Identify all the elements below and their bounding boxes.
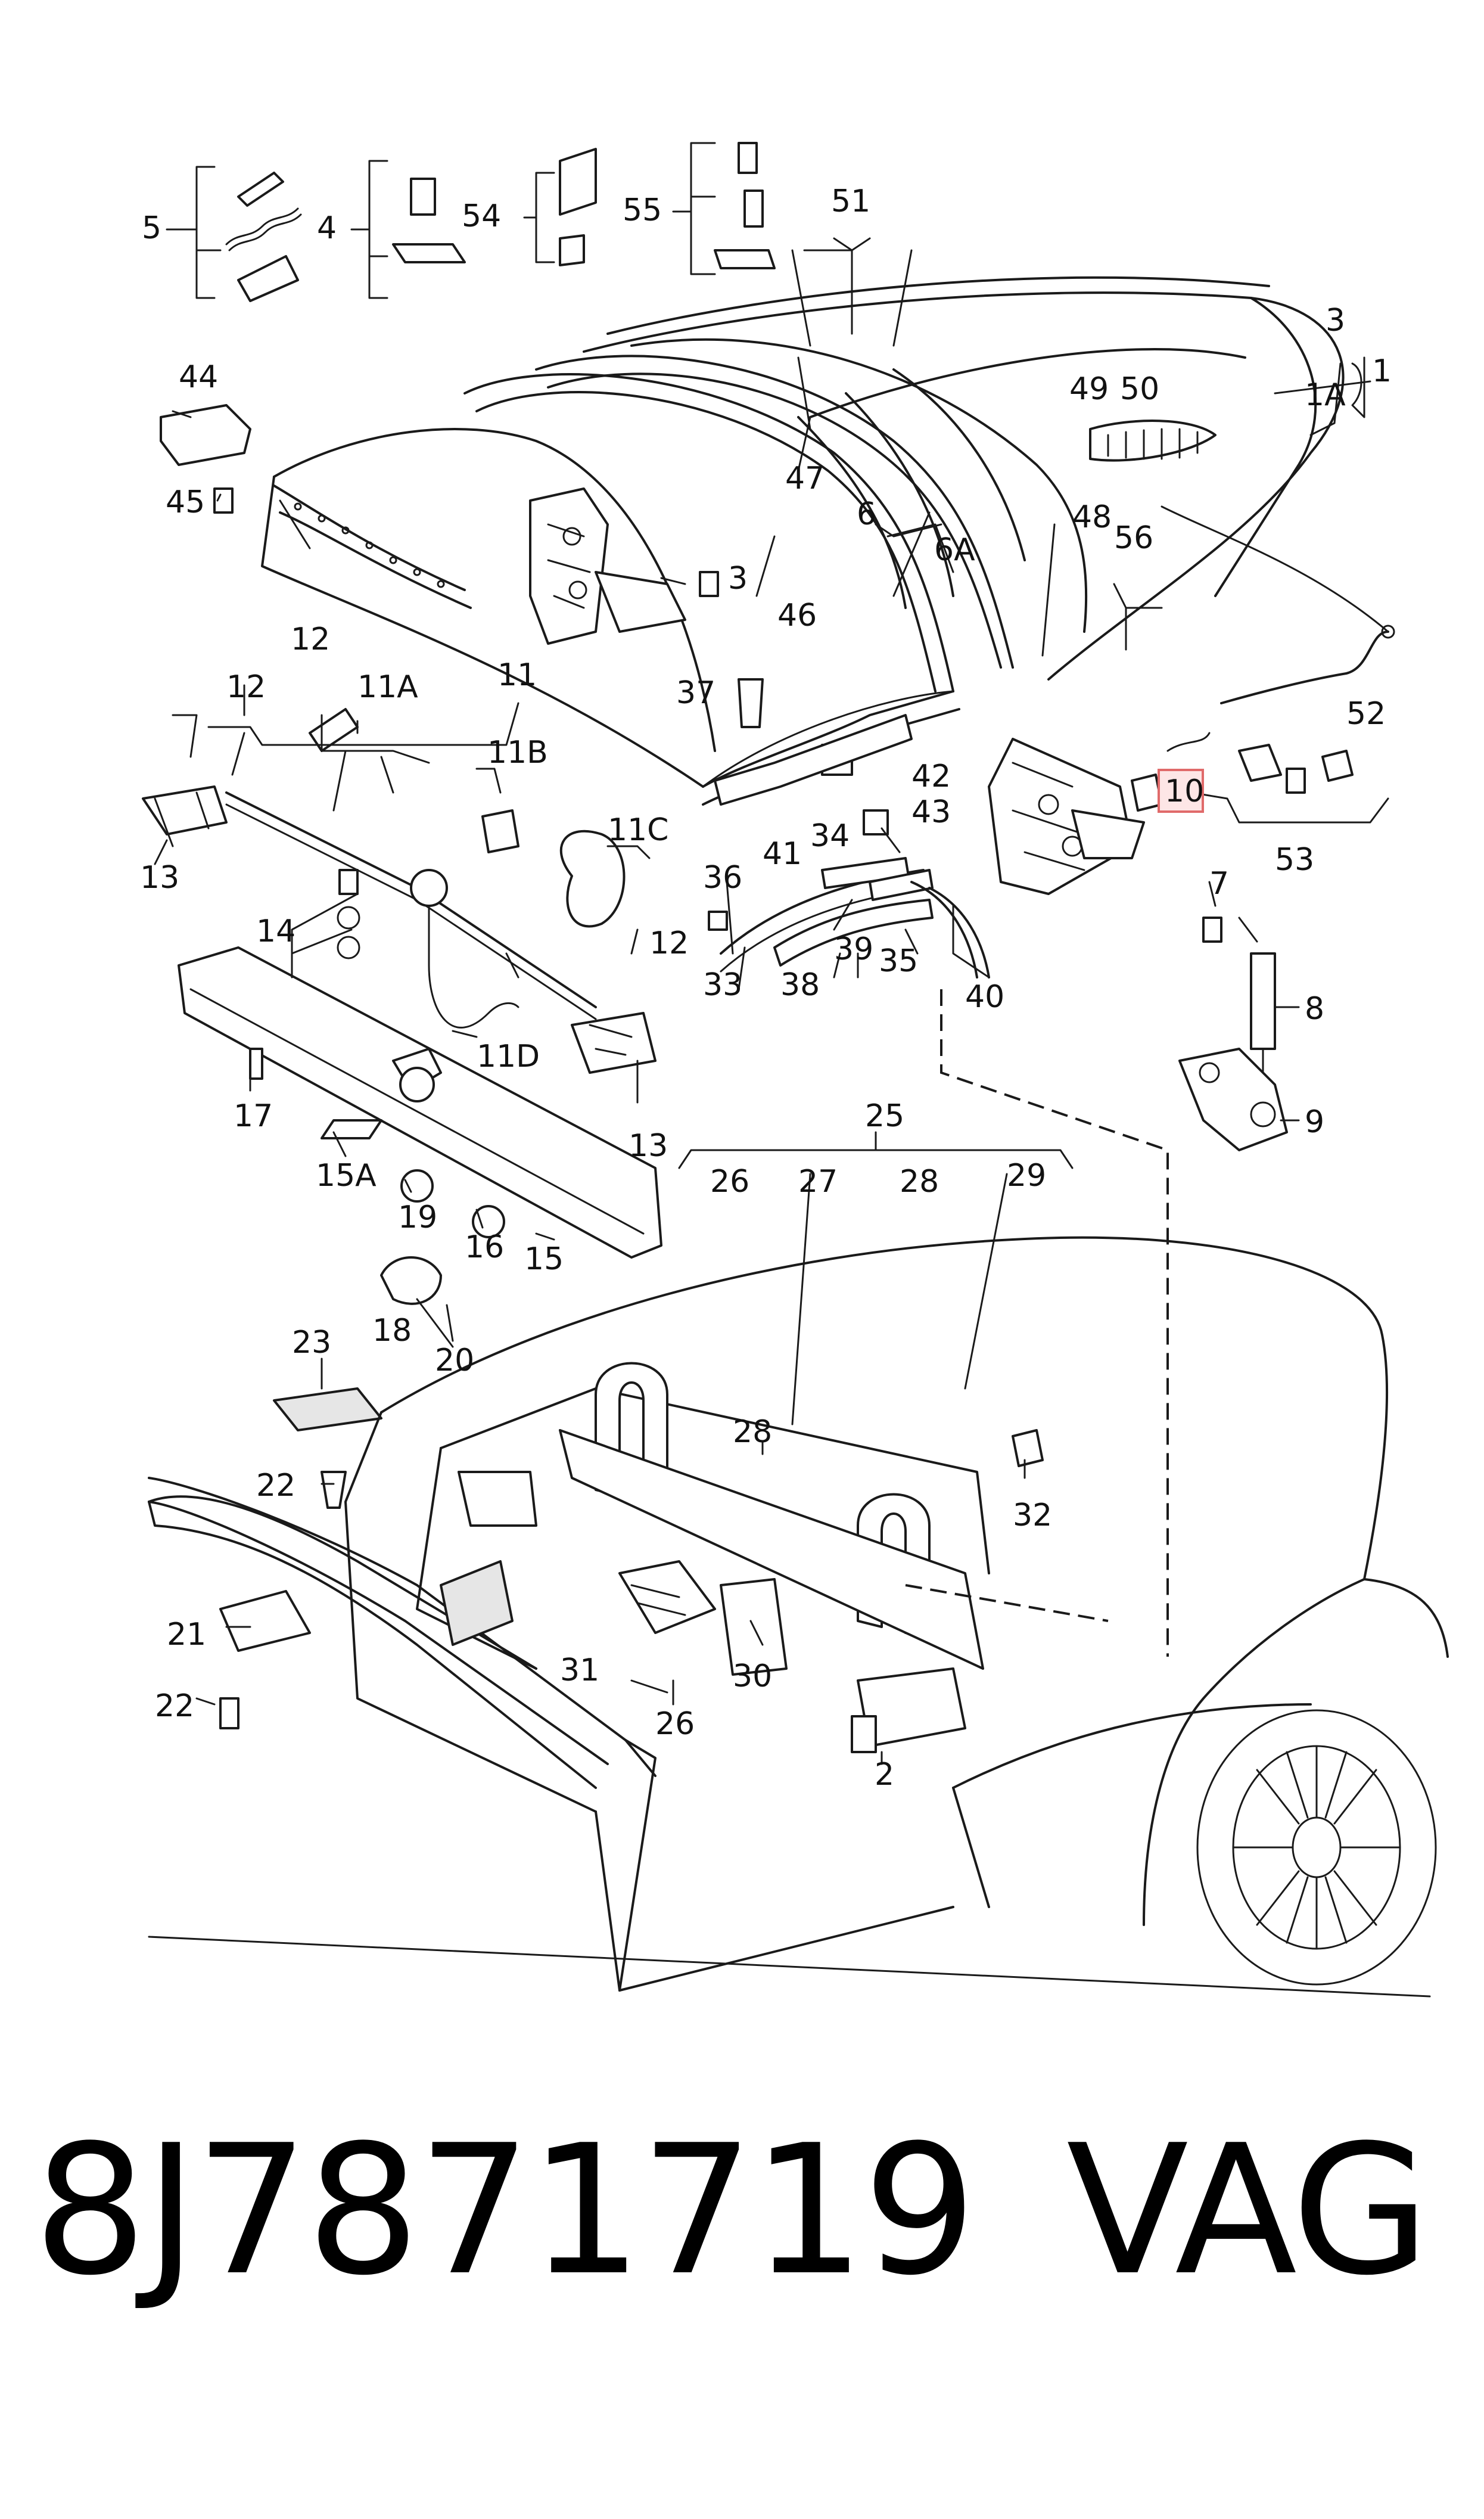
callout-51: 51 [831,184,870,219]
callout-44: 44 [179,359,218,395]
dashed-guides [905,989,1169,1657]
callout-53: 53 [1275,842,1314,878]
callout-3-bolt: 3 [728,561,748,597]
callout-26-top: 26 [710,1164,749,1200]
strut-and-brackets [1131,732,1354,1151]
callout-38: 38 [780,967,820,1003]
callout-12-right: 12 [649,925,689,961]
callout-22-top: 22 [256,1468,295,1504]
callout-30: 30 [733,1658,772,1694]
callout-9: 9 [1305,1104,1324,1140]
callout-11A: 11A [357,669,418,705]
callout-45: 45 [166,484,205,520]
callout-29: 29 [1007,1158,1046,1194]
callout-1: 1 [1372,353,1392,389]
callout-13-right: 13 [629,1128,668,1164]
callout-48: 48 [1072,499,1112,535]
callout-8: 8 [1305,991,1324,1027]
cross-member-15 [178,946,662,1729]
callout-1A: 1A [1305,377,1346,413]
callout-27: 27 [798,1164,838,1200]
callout-12-top: 12 [291,622,330,657]
parts-diagram: 1 1A 2 3 3 4 5 6 6A 7 8 9 10 11 11A 11B … [140,142,1449,1998]
callout-33: 33 [703,967,742,1003]
callout-labels: 1 1A 2 3 3 4 5 6 6A 7 8 9 10 11 11A 11B … [140,184,1392,1793]
footer: 8J7871719 VAG [0,2122,1484,2372]
callout-11: 11 [497,657,537,693]
callout-25: 25 [865,1098,904,1134]
callout-49: 49 [1069,371,1109,407]
callout-10: 10 [1165,774,1204,809]
callout-39: 39 [834,931,873,967]
highlight-box-10 [1158,769,1204,813]
callout-12-left: 12 [226,669,266,705]
part-number: 8J7871719 [33,2107,976,2315]
callout-15A: 15A [316,1158,377,1194]
callout-4: 4 [317,210,337,246]
callout-31: 31 [560,1653,599,1688]
small-parts-group [160,142,776,597]
callout-13-left: 13 [140,860,179,896]
callout-36: 36 [703,860,742,896]
callout-26-bottom: 26 [655,1706,695,1742]
callout-22-bottom: 22 [155,1688,194,1724]
callout-16: 16 [465,1229,504,1265]
leader-lines [154,142,1389,1765]
brand-name: VAG [1066,2107,1430,2315]
callout-34: 34 [810,818,850,854]
callout-35: 35 [879,943,918,979]
callout-23: 23 [292,1325,331,1361]
callout-11D: 11D [477,1039,540,1074]
callout-6A: 6A [934,532,975,568]
callout-11C: 11C [608,812,668,848]
callout-7: 7 [1209,866,1229,902]
callout-46: 46 [777,598,817,633]
callout-47: 47 [785,461,825,496]
callout-14: 14 [256,914,295,949]
callout-6: 6 [857,496,876,532]
callout-43: 43 [911,794,951,830]
callout-40: 40 [965,979,1004,1015]
callout-18: 18 [372,1313,412,1349]
callout-37: 37 [676,675,715,711]
callout-15: 15 [524,1241,564,1277]
callout-28-top: 28 [900,1164,939,1200]
callout-19: 19 [398,1200,437,1235]
callout-41: 41 [763,836,802,872]
callout-54: 54 [462,198,501,234]
callout-55: 55 [623,192,662,228]
callout-3-roof: 3 [1326,303,1345,338]
callout-56: 56 [1114,520,1153,556]
car-body [148,1236,1449,1998]
callout-5: 5 [142,210,161,246]
callout-32: 32 [1013,1498,1052,1533]
callout-17: 17 [234,1098,273,1134]
callout-2: 2 [875,1757,894,1793]
callout-42: 42 [911,759,951,794]
callout-50: 50 [1120,371,1159,407]
callout-28-mid: 28 [733,1414,772,1450]
callout-20: 20 [435,1343,474,1378]
callout-52: 52 [1346,696,1386,732]
soft-top-frame [261,276,1395,895]
callout-11B: 11B [487,735,548,771]
callout-21: 21 [167,1617,206,1653]
